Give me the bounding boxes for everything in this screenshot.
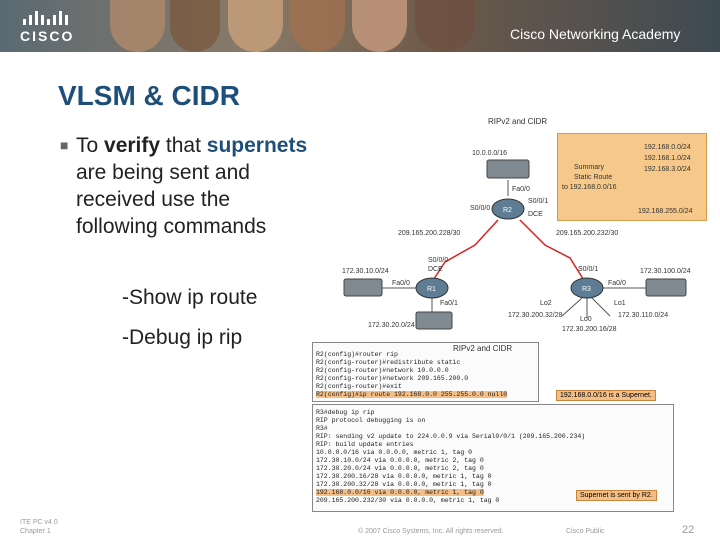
banner-photo <box>415 0 475 52</box>
debug-line: R3# <box>316 425 328 432</box>
summary-network: 192.168.0.0/24 <box>644 144 691 151</box>
router-icon-r1 <box>415 277 449 299</box>
network-label: 172.30.110.0/24 <box>618 312 669 319</box>
interface-label: Lo1 <box>614 300 626 307</box>
banner-photo <box>170 0 220 52</box>
ethernet-link <box>561 297 583 317</box>
network-label: 172.30.200.32/28 <box>508 312 563 319</box>
switch-icon <box>645 278 687 297</box>
network-label: 209.165.200.228/30 <box>398 230 461 237</box>
svg-text:R1: R1 <box>427 286 436 293</box>
config-line: R2(config-router)#exit <box>316 383 402 390</box>
banner-photo <box>290 0 345 52</box>
show-ip-route-command: -Show ip route <box>122 286 258 309</box>
ethernet-link <box>591 297 611 317</box>
bullet-square-icon: ■ <box>60 137 69 153</box>
footer-page-number: 22 <box>682 524 695 536</box>
debug-line: RIP: sending v2 update to 224.0.0.9 via … <box>316 433 586 440</box>
serial-link-r2-r3 <box>519 219 586 283</box>
bullet-text-part: To <box>76 134 105 157</box>
interface-label: Fa0/1 <box>440 300 458 307</box>
summary-text: to 192.168.0.0/16 <box>562 184 617 191</box>
dce-label: DCE <box>428 266 443 273</box>
supernet-sent-callout: Supernet is sent by R2. <box>576 490 657 501</box>
switch-icon <box>343 278 383 297</box>
debug-line: 10.0.0.0/16 via 0.0.0.0, metric 1, tag 0 <box>316 449 473 456</box>
interface-label: S0/0/1 <box>578 266 599 273</box>
switch-icon <box>415 311 453 330</box>
debug-line: R3#debug ip rip <box>316 409 375 416</box>
interface-label: S0/0/0 <box>470 205 491 212</box>
debug-line: RIP: build update entries <box>316 441 414 448</box>
config-panel-title: RIPv2 and CIDR <box>453 344 513 353</box>
bullet-text-supernets: supernets <box>206 134 308 157</box>
summary-text: Summary <box>574 164 604 171</box>
interface-label: Fa0/0 <box>392 280 410 287</box>
debug-line: 172.30.10.0/24 via 0.0.0.0, metric 2, ta… <box>316 457 484 464</box>
interface-label: Fa0/0 <box>608 280 626 287</box>
supernet-callout: 192.168.0.0/16 is a Supernet. <box>556 390 656 401</box>
svg-text:R2: R2 <box>503 207 512 214</box>
interface-label: S0/0/0 <box>428 257 449 264</box>
bullet-text-verify: verify <box>104 134 161 157</box>
network-label: 209.165.200.232/30 <box>556 230 619 237</box>
interface-label: S0/0/1 <box>528 198 549 205</box>
bullet-text-part: are being sent and received use the foll… <box>76 161 267 238</box>
config-line: R2(config)#router rip <box>316 351 398 358</box>
router-config-panel: RIPv2 and CIDR R2(config)#router rip R2(… <box>312 342 539 402</box>
config-line: R2(config-router)#network 209.165.200.0 <box>316 375 469 382</box>
academy-title: Cisco Networking Academy <box>510 26 681 42</box>
config-line: R2(config-router)#network 10.0.0.0 <box>316 367 449 374</box>
network-label: 172.30.10.0/24 <box>342 268 389 275</box>
cisco-logo-text: CISCO <box>20 28 75 44</box>
network-label: 172.30.100.0/24 <box>640 268 691 275</box>
debug-line-highlighted: 192.168.0.0/16 via 0.0.0.0, metric 1, ta… <box>316 489 484 496</box>
svg-text:R3: R3 <box>582 286 591 293</box>
bullet-text: To verify that supernets are being sent … <box>76 132 310 240</box>
summary-text: Static Route <box>574 174 613 181</box>
debug-line: 172.30.200.16/28 via 0.0.0.0, metric 1, … <box>316 473 492 480</box>
debug-line: 172.30.20.0/24 via 0.0.0.0, metric 2, ta… <box>316 465 484 472</box>
banner-photo <box>110 0 165 52</box>
debug-line: RIP protocol debugging is on <box>316 417 426 424</box>
summary-network: 192.168.3.0/24 <box>644 166 691 173</box>
header-banner: CISCO Cisco Networking Academy <box>0 0 720 52</box>
summary-route-box: Summary Static Route to 192.168.0.0/16 1… <box>557 133 707 221</box>
diagram-title: RIPv2 and CIDR <box>488 117 548 126</box>
network-label: 172.30.20.0/24 <box>368 322 415 329</box>
config-line: R2(config-router)#redistribute static <box>316 359 461 366</box>
cisco-logo-icon <box>23 11 68 25</box>
summary-network: 192.168.255.0/24 <box>638 208 693 215</box>
switch-icon <box>486 159 530 179</box>
router-icon-r3 <box>570 277 604 299</box>
interface-label: Lo0 <box>580 316 592 323</box>
serial-link-r2-r1 <box>429 219 499 286</box>
summary-network: 192.168.1.0/24 <box>644 155 691 162</box>
interface-label: Lo2 <box>540 300 552 307</box>
interface-label: Fa0/0 <box>512 186 530 193</box>
debug-line: 209.165.200.232/30 via 0.0.0.0, metric 1… <box>316 497 500 504</box>
footer-public: Cisco Public <box>566 528 605 535</box>
bullet-text-part: that <box>160 134 207 157</box>
dce-label: DCE <box>528 211 543 218</box>
slide-title: VLSM & CIDR <box>58 80 240 111</box>
banner-photo <box>352 0 407 52</box>
config-line-highlighted: R2(config)#ip route 192.168.0.0 255.255.… <box>316 391 508 398</box>
debug-ip-rip-command: -Debug ip rip <box>122 326 243 349</box>
banner-photo <box>228 0 283 52</box>
footer-copyright: © 2007 Cisco Systems, Inc. All rights re… <box>358 528 504 535</box>
footer-chapter: Chapter 1 <box>20 528 51 535</box>
debug-line: 172.30.200.32/28 via 0.0.0.0, metric 1, … <box>316 481 492 488</box>
network-label: 10.0.0.0/16 <box>472 150 508 157</box>
footer-course: ITE PC v4.0 <box>20 519 58 526</box>
router-icon-r2 <box>491 198 525 220</box>
network-label: 172.30.200.16/28 <box>562 326 617 333</box>
